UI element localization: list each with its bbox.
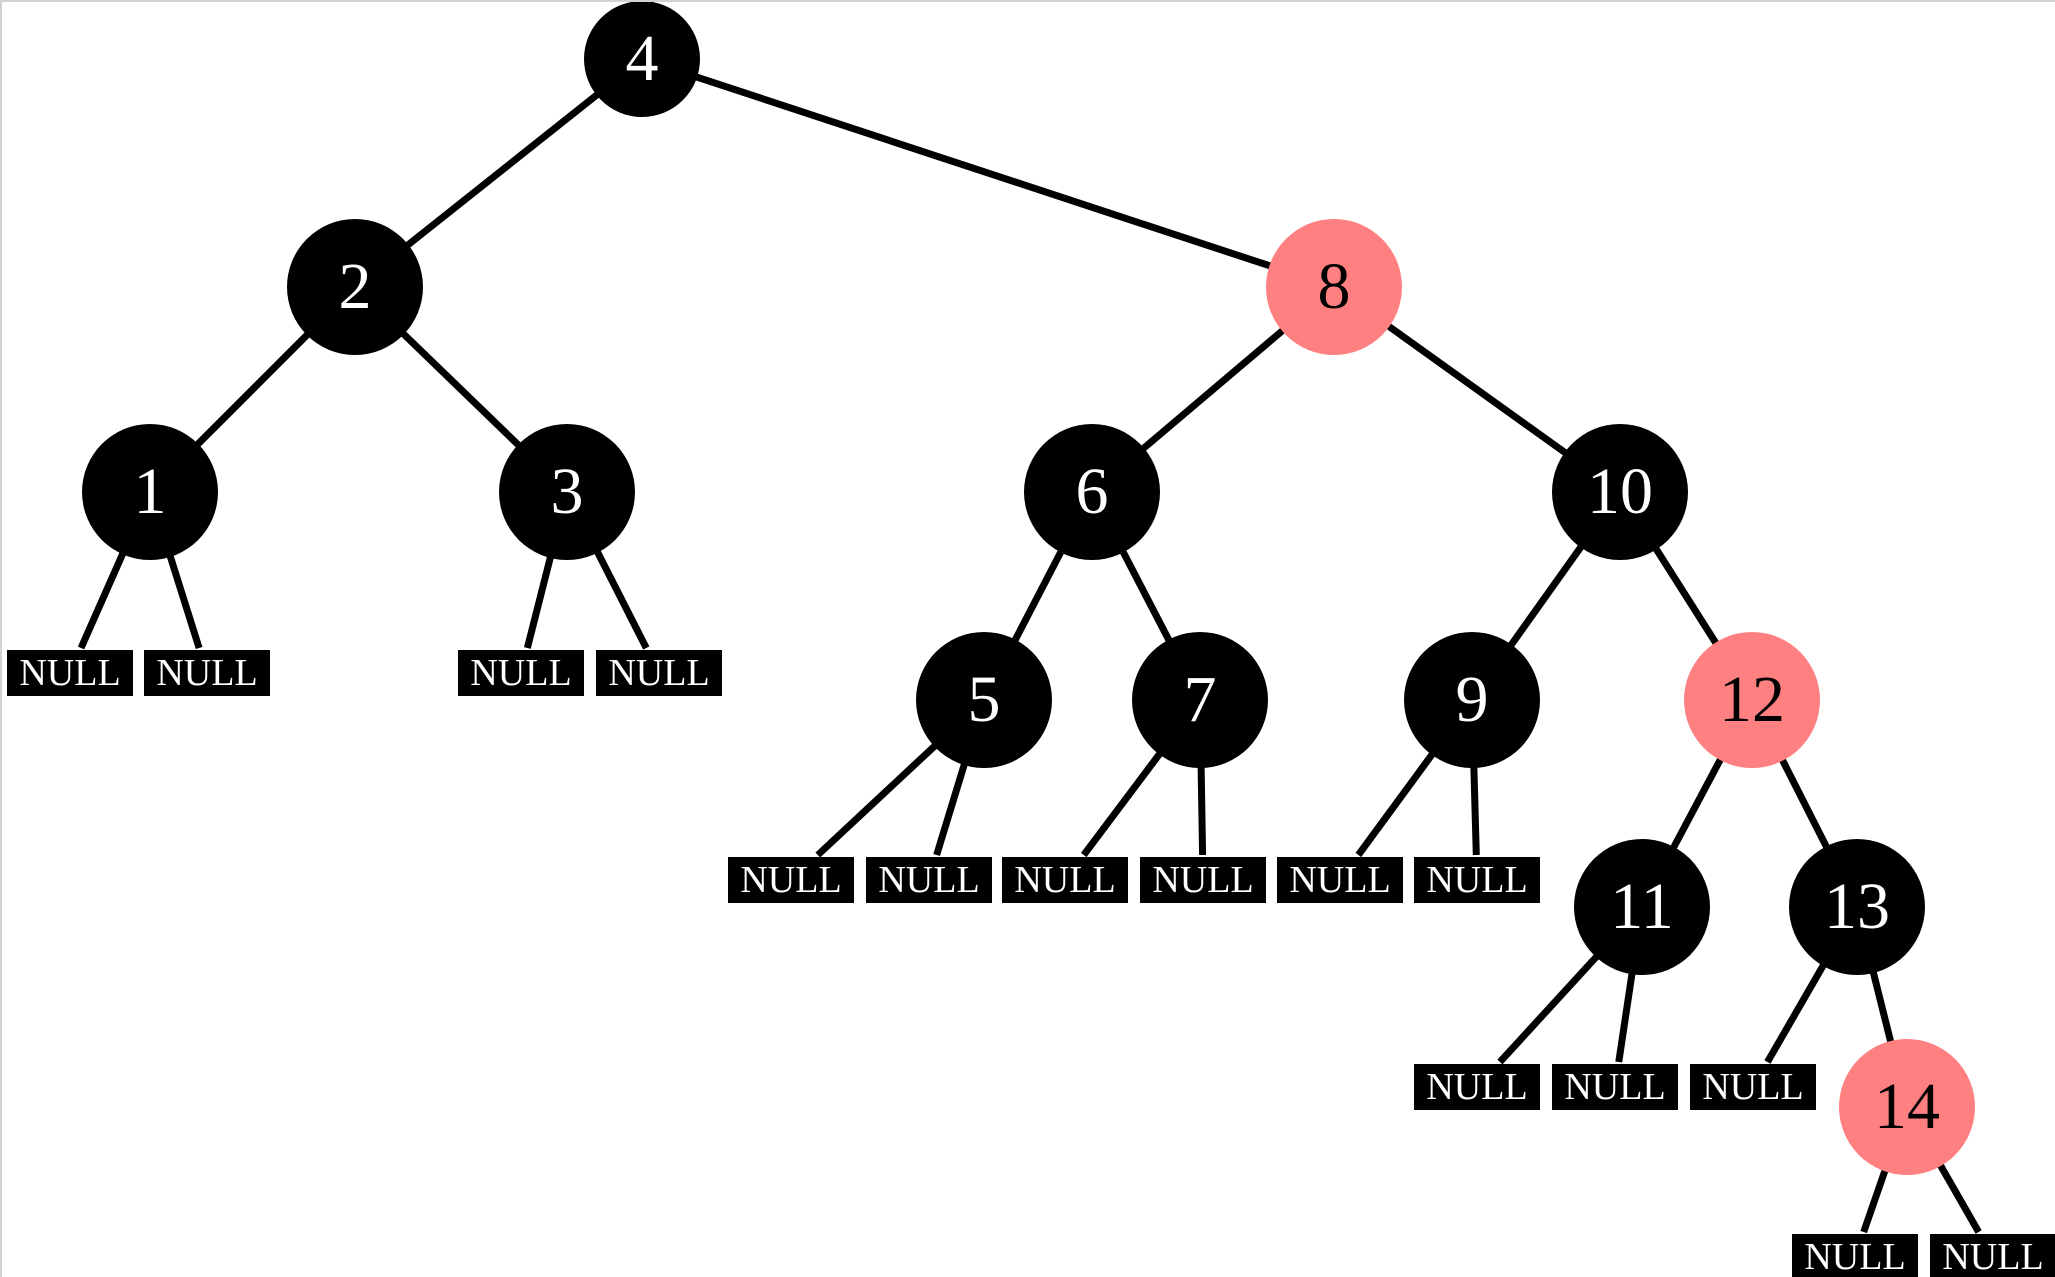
tree-node-label: 7 [1183, 663, 1217, 736]
tree-null-leaf: NULL [7, 650, 133, 696]
tree-edge [815, 741, 940, 858]
tree-node-1[interactable]: 1 [82, 424, 218, 560]
tree-null-leaf: NULL [1690, 1064, 1816, 1110]
tree-null-label: NULL [1942, 1236, 2044, 1277]
tree-node-label: 1 [133, 455, 167, 528]
tree-null-label: NULL [1289, 859, 1391, 901]
tree-node-label: 14 [1874, 1070, 1940, 1143]
tree-null-leaf: NULL [596, 650, 722, 696]
tree-node-label: 10 [1587, 455, 1653, 528]
tree-node-14[interactable]: 14 [1839, 1039, 1975, 1175]
tree-node-label: 2 [338, 250, 372, 323]
tree-node-2[interactable]: 2 [287, 219, 423, 355]
tree-null-label: NULL [1804, 1236, 1906, 1277]
tree-edge [692, 72, 1275, 271]
tree-node-label: 12 [1719, 663, 1785, 736]
tree-edge [1470, 763, 1480, 856]
tree-node-8[interactable]: 8 [1266, 219, 1402, 355]
tree-null-leaf: NULL [144, 650, 270, 696]
tree-edge [77, 549, 128, 650]
tree-node-label: 13 [1824, 870, 1890, 943]
tree-edge [1935, 1160, 1982, 1234]
tree-node-4[interactable]: 4 [584, 2, 700, 117]
tree-null-leaf: NULL [866, 857, 992, 903]
tree-null-leaf: NULL [728, 857, 854, 903]
tree-edge [1615, 969, 1636, 1063]
tree-node-label: 5 [967, 663, 1001, 736]
tree-edge [1355, 749, 1437, 858]
tree-edge [1506, 542, 1586, 650]
tree-null-label: NULL [1702, 1066, 1804, 1108]
tree-null-leaf: NULL [1930, 1234, 2055, 1277]
tree-null-label: NULL [19, 652, 121, 694]
tree-null-label: NULL [156, 652, 258, 694]
tree-null-leaf: NULL [1277, 857, 1403, 903]
tree-node-12[interactable]: 12 [1684, 632, 1820, 768]
tree-null-label: NULL [740, 859, 842, 901]
tree-edge [1860, 1166, 1890, 1234]
tree-node-label: 3 [550, 455, 584, 528]
tree-null-label: NULL [878, 859, 980, 901]
tree-node-11[interactable]: 11 [1574, 839, 1710, 975]
tree-node-5[interactable]: 5 [916, 632, 1052, 768]
tree-node-7[interactable]: 7 [1132, 632, 1268, 768]
tree-null-label: NULL [1426, 1066, 1528, 1108]
tree-edge [523, 553, 555, 649]
tree-edge [1668, 754, 1726, 853]
tree-edge [1777, 755, 1832, 852]
tree-node-label: 9 [1455, 663, 1489, 736]
tree-edge [1138, 325, 1288, 454]
tree-null-leaf: NULL [1414, 1064, 1540, 1110]
tree-node-label: 4 [625, 22, 659, 95]
tree-node-9[interactable]: 9 [1404, 632, 1540, 768]
tree-edge [1010, 547, 1066, 645]
tree-edge [1197, 763, 1207, 856]
tree-null-leaf: NULL [1140, 857, 1266, 903]
tree-null-leaf: NULL [1414, 857, 1540, 903]
tree-node-label: 6 [1075, 455, 1109, 528]
tree-edge [1383, 321, 1571, 458]
tree-edge [1651, 544, 1721, 648]
tree-null-label: NULL [1564, 1066, 1666, 1108]
tree-edge [1764, 960, 1829, 1064]
tree-null-label: NULL [608, 652, 710, 694]
tree-edge [592, 547, 650, 650]
tree-node-10[interactable]: 10 [1552, 424, 1688, 560]
tree-null-leaf: NULL [1002, 857, 1128, 903]
tree-edge [1869, 968, 1895, 1046]
tree-edge [192, 329, 313, 450]
tree-edge [1080, 749, 1165, 858]
tree-edge [402, 89, 602, 250]
tree-null-label: NULL [1014, 859, 1116, 901]
tree-null-leaf: NULL [458, 650, 584, 696]
tree-null-label: NULL [1426, 859, 1528, 901]
tree-edge [398, 328, 524, 451]
tree-null-label: NULL [1152, 859, 1254, 901]
tree-node-6[interactable]: 6 [1024, 424, 1160, 560]
tree-null-leaf: NULL [1552, 1064, 1678, 1110]
tree-null-label: NULL [470, 652, 572, 694]
tree-edge [165, 551, 203, 650]
tree-node-3[interactable]: 3 [499, 424, 635, 560]
tree-node-13[interactable]: 13 [1789, 839, 1925, 975]
tree-edge [1118, 547, 1174, 645]
tree-node-label: 8 [1317, 250, 1351, 323]
tree-edge [1497, 951, 1602, 1065]
tree-edge [933, 760, 969, 857]
tree-null-leaf: NULL [1792, 1234, 1918, 1277]
tree-node-label: 11 [1610, 870, 1674, 943]
